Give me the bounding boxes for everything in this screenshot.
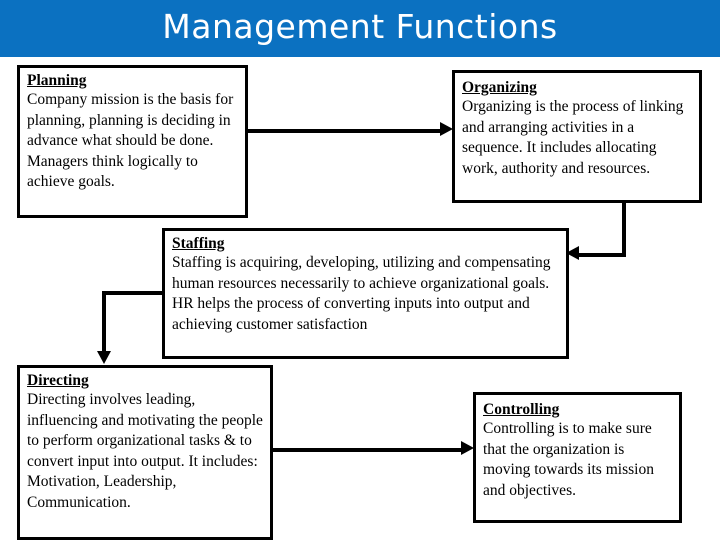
box-planning-title: Planning — [27, 72, 87, 89]
page-title: Management Functions — [162, 7, 558, 46]
connector-directing-to-controlling-arrowhead-icon — [461, 441, 474, 455]
box-controlling-content: Controlling Controlling is to make sure … — [476, 395, 679, 501]
box-controlling-title: Controlling — [483, 401, 560, 418]
box-directing-body: Directing involves leading, influencing … — [27, 391, 263, 511]
connector-organizing-to-staffing-vertical — [622, 201, 626, 257]
box-directing: Directing Directing involves leading, in… — [17, 365, 273, 540]
box-staffing-body: Staffing is acquiring, developing, utili… — [172, 254, 551, 333]
connector-planning-to-organizing-arrowhead-icon — [440, 122, 453, 136]
box-controlling: Controlling Controlling is to make sure … — [473, 392, 682, 523]
connector-planning-to-organizing-line — [246, 129, 442, 133]
box-planning-body: Company mission is the basis for plannin… — [27, 91, 234, 190]
box-directing-title: Directing — [27, 372, 89, 389]
box-controlling-body: Controlling is to make sure that the org… — [483, 420, 654, 499]
connector-organizing-to-staffing-arrowhead-icon — [566, 246, 579, 260]
box-organizing: Organizing Organizing is the process of … — [452, 70, 702, 203]
box-directing-content: Directing Directing involves leading, in… — [20, 368, 270, 513]
connector-staffing-to-directing-arrowhead-icon — [97, 351, 111, 364]
connector-organizing-to-staffing-horizontal — [578, 253, 626, 257]
box-staffing: Staffing Staffing is acquiring, developi… — [162, 228, 569, 359]
box-staffing-title: Staffing — [172, 235, 225, 252]
connector-staffing-to-directing-vertical — [102, 291, 106, 353]
box-staffing-content: Staffing Staffing is acquiring, developi… — [165, 231, 566, 335]
box-organizing-title: Organizing — [462, 79, 537, 96]
box-planning: Planning Company mission is the basis fo… — [17, 65, 248, 218]
box-organizing-body: Organizing is the process of linking and… — [462, 98, 684, 177]
connector-staffing-to-directing-horizontal — [102, 291, 164, 295]
title-banner — [0, 0, 720, 57]
connector-directing-to-controlling-line — [271, 448, 463, 452]
box-organizing-content: Organizing Organizing is the process of … — [455, 73, 699, 179]
box-planning-content: Planning Company mission is the basis fo… — [20, 68, 245, 193]
